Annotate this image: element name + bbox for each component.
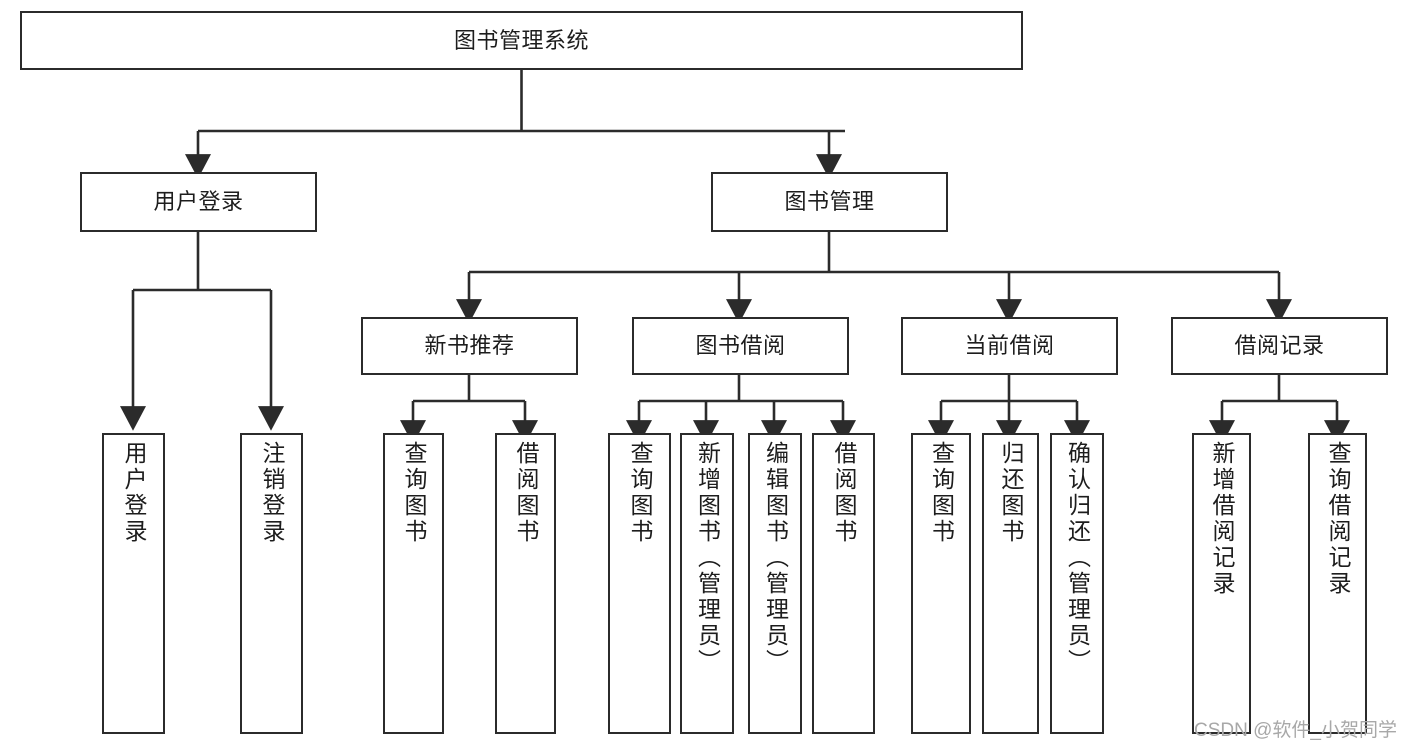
node-root[interactable]: 图书管理系统 bbox=[20, 11, 1023, 70]
node-book-borrow-label: 图书借阅 bbox=[695, 333, 786, 359]
node-root-label: 图书管理系统 bbox=[453, 27, 589, 53]
leaf-record-add-record[interactable]: 新增借阅记录 bbox=[1192, 433, 1251, 734]
node-book-management[interactable]: 图书管理 bbox=[711, 172, 948, 232]
leaf-record-query-record[interactable]: 查询借阅记录 bbox=[1308, 433, 1367, 734]
leaf-label: 查询图书 bbox=[401, 441, 427, 545]
leaf-label: 借阅图书 bbox=[513, 441, 539, 545]
leaf-current-confirm-return-admin[interactable]: 确认归还（管理员） bbox=[1050, 433, 1104, 734]
leaf-label: 确认归还（管理员） bbox=[1064, 441, 1091, 675]
leaf-new-book-query[interactable]: 查询图书 bbox=[383, 433, 444, 734]
csdn-watermark: CSDN @软件_小贺同学 bbox=[1194, 720, 1397, 741]
node-borrow-record[interactable]: 借阅记录 bbox=[1171, 317, 1388, 375]
leaf-borrow-query-book[interactable]: 查询图书 bbox=[608, 433, 671, 734]
leaf-label: 用户登录 bbox=[121, 441, 147, 545]
leaf-label: 借阅图书 bbox=[831, 441, 857, 545]
leaf-borrow-edit-book-admin[interactable]: 编辑图书（管理员） bbox=[748, 433, 802, 734]
node-user-login-label: 用户登录 bbox=[153, 189, 244, 215]
leaf-label: 查询图书 bbox=[928, 441, 955, 545]
leaf-borrow-borrow-book[interactable]: 借阅图书 bbox=[812, 433, 875, 734]
leaf-label: 查询借阅记录 bbox=[1325, 441, 1351, 597]
leaf-current-return-book[interactable]: 归还图书 bbox=[982, 433, 1039, 734]
node-borrow-record-label: 借阅记录 bbox=[1234, 333, 1325, 359]
leaf-current-query-book[interactable]: 查询图书 bbox=[911, 433, 971, 734]
node-new-book-recommend[interactable]: 新书推荐 bbox=[361, 317, 578, 375]
node-new-book-recommend-label: 新书推荐 bbox=[424, 333, 515, 359]
leaf-label: 查询图书 bbox=[627, 441, 653, 545]
node-current-borrow[interactable]: 当前借阅 bbox=[901, 317, 1118, 375]
node-current-borrow-label: 当前借阅 bbox=[964, 333, 1055, 359]
leaf-label: 编辑图书（管理员） bbox=[762, 441, 789, 675]
leaf-borrow-add-book-admin[interactable]: 新增图书（管理员） bbox=[680, 433, 734, 734]
leaf-new-book-borrow[interactable]: 借阅图书 bbox=[495, 433, 556, 734]
leaf-label: 注销登录 bbox=[259, 441, 285, 545]
leaf-label: 新增借阅记录 bbox=[1209, 441, 1235, 597]
leaf-user-login-logout[interactable]: 注销登录 bbox=[240, 433, 303, 734]
node-book-management-label: 图书管理 bbox=[784, 189, 875, 215]
leaf-label: 归还图书 bbox=[998, 441, 1024, 545]
node-book-borrow[interactable]: 图书借阅 bbox=[632, 317, 849, 375]
leaf-label: 新增图书（管理员） bbox=[694, 441, 721, 675]
leaf-user-login-login[interactable]: 用户登录 bbox=[102, 433, 165, 734]
node-user-login[interactable]: 用户登录 bbox=[80, 172, 317, 232]
